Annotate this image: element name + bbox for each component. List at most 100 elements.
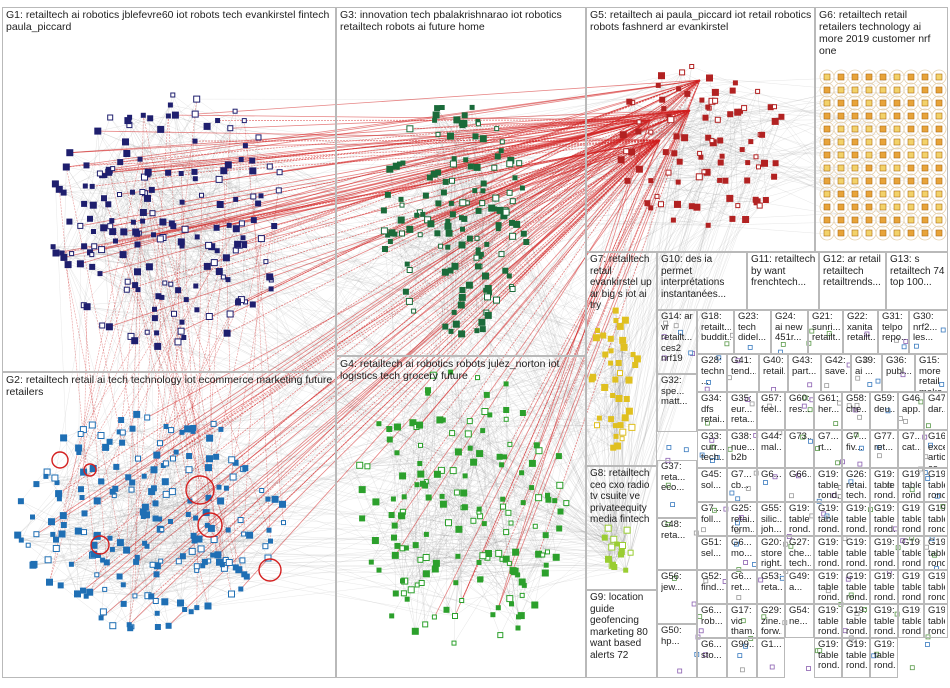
edge [404,573,427,582]
edge [181,241,187,300]
edge [699,153,765,164]
edge [425,485,524,503]
group-label-g21: G21: sunri... retailt... [812,312,840,343]
edge [450,156,498,271]
group-label-g77: G77... ret... [874,432,895,453]
edge [130,428,133,629]
edge [676,106,775,137]
edge [127,281,148,333]
group-label-g19: G19: table rond... [846,572,867,603]
edge [89,576,247,593]
edge [78,447,192,612]
edge [687,93,743,150]
edge [129,514,147,625]
edge [96,411,630,537]
edge [165,463,229,531]
group-label-g25: G25: retai... form... [731,504,754,535]
edge [219,249,479,272]
edge [481,208,495,323]
edge [631,151,775,177]
edge [36,534,622,553]
edge [705,114,731,118]
group-label-g19: G19: table rond... [902,504,921,535]
group-panel-g19: G19: table rond... [898,502,924,536]
edge [152,429,222,565]
group-label-g39: G39: ai ... [855,356,876,377]
edge [112,566,197,626]
edge [450,119,458,332]
edge [437,474,501,636]
edge [412,422,502,465]
group-label-g19: G19: table rond... [818,572,839,603]
edge [482,430,489,554]
edge [83,429,133,483]
edge [650,131,751,142]
edge [92,131,98,187]
edge [167,172,209,246]
edge [165,463,200,540]
edge [521,472,539,555]
edge [36,495,115,535]
edge [668,172,720,181]
edge [612,543,617,566]
edge [21,500,190,541]
edge [46,471,59,494]
edge [409,119,457,129]
edge [111,220,421,446]
group-label-g19: G19: table rond... [902,470,921,501]
edge [420,473,488,558]
edge [409,269,609,560]
edge [181,173,183,203]
edge [708,205,760,226]
edge [112,111,236,169]
edge [592,376,605,538]
edge [409,128,463,246]
edge [402,393,428,476]
group-label-g56: G56: jew... [661,572,683,593]
group-label-g48: G48: reta... [661,520,686,541]
edge [81,429,172,498]
edge [122,432,149,596]
edge [144,476,244,535]
edge [451,203,499,226]
edge [80,433,139,459]
edge [396,452,464,508]
edge [228,164,231,315]
edge [60,585,113,626]
edge [394,496,405,526]
edge [591,310,616,380]
group-panel-g37: G37: reta... eco... [657,460,697,518]
edge [153,488,206,563]
group-label-g66: G66... [789,470,811,480]
group-panel-g19: G19: table rond... [924,604,948,638]
group-panel-g19: G19: table rond... [842,536,870,570]
edge [593,354,606,378]
edge [394,485,560,526]
group-panel-g7b: G7... rt... [814,430,842,468]
edge [647,203,697,208]
edge [463,492,484,556]
edge [154,179,220,319]
edge [700,134,761,158]
edge [146,540,195,547]
edge [135,245,240,286]
edge [508,512,560,529]
edge [441,470,462,601]
group-label-g19: G19: table rond... [818,504,839,535]
edge [419,463,512,605]
edge [593,354,634,378]
edge [89,176,145,219]
group-label-g43: G43: part... [792,356,817,377]
node [925,642,930,647]
group-label-g36: G36: publ... [886,356,912,377]
edge [504,445,537,458]
edge [715,100,771,108]
group-panel-g49: G49: a... [785,570,814,604]
group-panel-g7e: G7... cb... [727,468,757,502]
edge [125,141,229,280]
group-panel-g41: G41: tend... [727,354,759,392]
edge [612,364,636,396]
edge [93,458,139,546]
edge [119,194,183,247]
